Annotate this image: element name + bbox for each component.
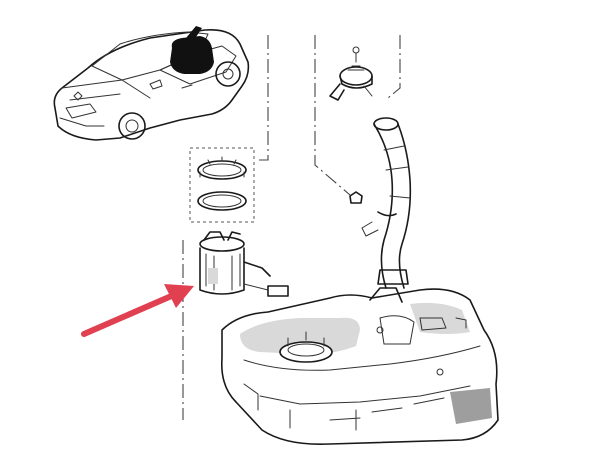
filler-cap-tether bbox=[329, 83, 345, 101]
leader-lines bbox=[182, 35, 401, 420]
filler-cap-screw bbox=[352, 46, 360, 54]
tank-valve-housing bbox=[379, 315, 415, 345]
pointer-arrow-head bbox=[164, 284, 194, 308]
car-rear-wheel bbox=[215, 61, 241, 87]
tank-neck-port bbox=[369, 287, 403, 303]
car-rear-hub bbox=[222, 68, 234, 80]
car-door-handle bbox=[181, 84, 193, 89]
filler-neck-mouth bbox=[373, 117, 399, 131]
lock-ring-icon bbox=[197, 156, 247, 180]
tank-ribs bbox=[329, 397, 445, 421]
filler-neck-left-edge bbox=[373, 123, 394, 289]
filler-neck-ribs bbox=[383, 145, 411, 199]
tank-pump-opening bbox=[279, 341, 333, 363]
pointer-arrow-shaft bbox=[81, 291, 179, 337]
tank-bracket bbox=[455, 317, 467, 329]
tank-seam bbox=[243, 345, 481, 371]
tank-fitting bbox=[376, 326, 384, 334]
leader-line-cap bbox=[314, 35, 351, 196]
pump-float bbox=[267, 285, 289, 297]
pump-body-shade bbox=[208, 268, 218, 284]
clip-icon bbox=[349, 191, 363, 204]
filler-neck-icon bbox=[361, 117, 412, 289]
leader-line-filler bbox=[387, 35, 401, 99]
filler-cap-rim bbox=[339, 75, 373, 89]
tank-fitting-2 bbox=[436, 368, 444, 376]
clip-part bbox=[349, 191, 363, 204]
filler-neck-right-edge bbox=[397, 123, 412, 289]
pump-flange bbox=[199, 236, 245, 252]
filler-neck-bracket bbox=[361, 221, 379, 237]
car-filler-highlight bbox=[186, 26, 202, 40]
tank-opening-tabs bbox=[287, 331, 325, 347]
filler-cap-strap bbox=[363, 85, 373, 97]
pump-float-wire bbox=[243, 283, 269, 291]
tank-valve bbox=[419, 317, 447, 331]
car-badge bbox=[73, 91, 83, 101]
tank-end-shade bbox=[450, 388, 492, 424]
car-body bbox=[53, 28, 250, 141]
tank-top-shade bbox=[240, 317, 360, 355]
tank-pump-opening-inner bbox=[287, 343, 325, 357]
ring-parts-frame bbox=[189, 147, 255, 223]
ring-parts-group bbox=[189, 147, 255, 223]
pump-float-arm bbox=[243, 261, 271, 277]
filler-neck-collar bbox=[377, 269, 409, 285]
pump-canister bbox=[199, 247, 245, 295]
car-front-wheel bbox=[118, 112, 146, 140]
fuel-pump-module-icon bbox=[199, 231, 289, 297]
pointer-arrow-icon bbox=[81, 284, 194, 337]
car-icon bbox=[53, 26, 250, 141]
car-hood bbox=[61, 79, 151, 99]
filler-cap-icon bbox=[329, 46, 373, 101]
car-front-hub bbox=[125, 119, 139, 133]
car-headlight bbox=[65, 103, 97, 119]
tank-straps bbox=[243, 383, 357, 431]
filler-neck-bend bbox=[377, 211, 397, 217]
tank-lower-seam bbox=[259, 385, 471, 405]
seal-ring-icon bbox=[197, 191, 247, 211]
car-mirror bbox=[149, 79, 163, 90]
filler-cap-grip bbox=[347, 65, 365, 71]
fuel-tank-icon bbox=[220, 287, 499, 446]
leader-line-rings bbox=[255, 35, 269, 161]
car-fuel-tank-highlight bbox=[170, 36, 214, 74]
pump-connectors bbox=[203, 231, 241, 241]
car-bumper bbox=[59, 117, 105, 127]
